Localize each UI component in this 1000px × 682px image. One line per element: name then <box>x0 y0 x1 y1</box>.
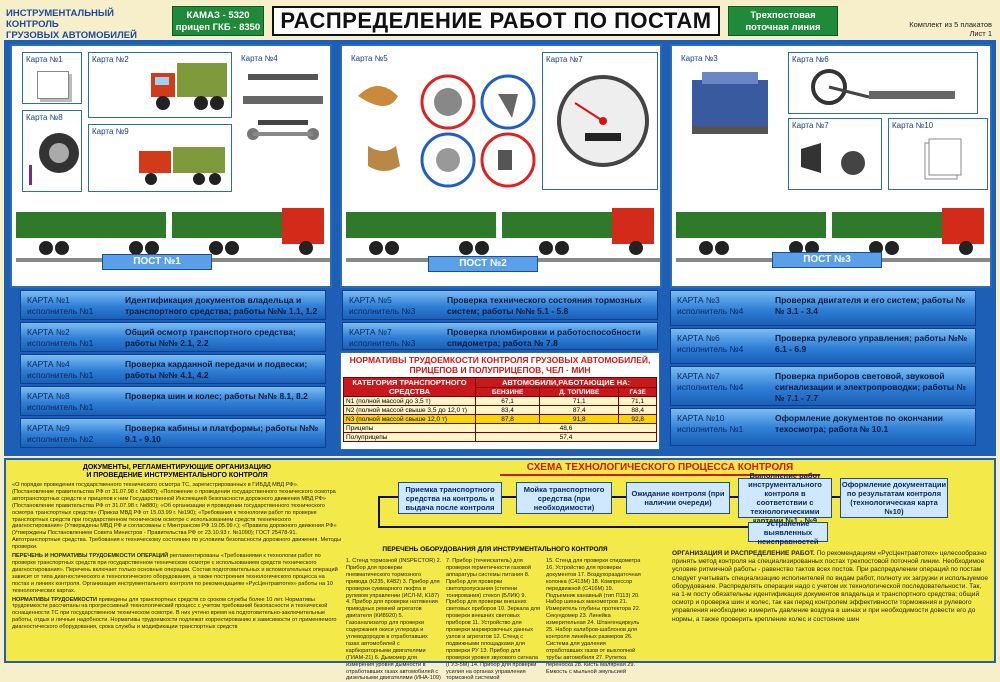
truck-icon <box>151 63 227 110</box>
norms-title: НОРМАТИВЫ ТРУДОЕМКОСТИ КОНТРОЛЯ ГРУЗОВЫХ… <box>349 355 651 375</box>
post3-panel: Карта №3 Карта №6 Карта №7 Карта №10 ПОС… <box>670 44 992 288</box>
road-train-icon <box>16 208 330 262</box>
set-info: Комплект из 5 плакатов Лист 1 <box>909 20 992 38</box>
page-title: РАСПРЕДЕЛЕНИЕ РАБОТ ПО ПОСТАМ <box>272 6 720 36</box>
card-5: Карта №5 <box>348 52 538 190</box>
flow-arrow <box>730 496 738 498</box>
organization-block: ОРГАНИЗАЦИЯ И РАСПРЕДЕЛЕНИЕ РАБОТ. По ре… <box>672 550 989 623</box>
equipment-list: 1. Стенд тормозной (INSPECTOR) 2. Прибор… <box>346 558 442 682</box>
norms-block: НОРМАТИВЫ ТРУДОЕМКОСТИ КОНТРОЛЯ ГРУЗОВЫХ… <box>340 352 660 450</box>
steering-icon <box>811 69 955 105</box>
post2-label: ПОСТ №2 <box>428 256 538 272</box>
model-badge: КАМАЗ - 5320 прицеп ГКБ - 8350 <box>172 6 264 36</box>
lights-icon <box>801 143 865 175</box>
documents-icon <box>924 138 962 180</box>
flow-arrow <box>378 496 398 498</box>
road-train-icon <box>346 208 660 262</box>
equipment-list: 15. Стенд для проверки спидометра 16. Ус… <box>546 558 641 675</box>
driveshaft-icon <box>243 74 323 140</box>
post3-label: ПОСТ №3 <box>772 252 882 268</box>
line-badge: Трехпостовая поточная линия <box>728 6 838 36</box>
header-left-title: ИНСТРУМЕНТАЛЬНЫЙ КОНТРОЛЬ ГРУЗОВЫХ АВТОМ… <box>6 8 137 41</box>
documents-list: ПЕРЕЧЕНЬ И НОРМАТИВЫ ТРУДОЕМКОСТИ ОПЕРАЦ… <box>12 553 338 594</box>
documents-text: «О порядке проведения государственного т… <box>12 482 341 551</box>
engine-icon <box>692 72 768 134</box>
scheme-step: Устранение выявленных неисправностей <box>748 519 828 546</box>
flow-arrow <box>612 496 626 498</box>
norms-table: КАТЕГОРИЯ ТРАНСПОРТНОГО СРЕДСТВА АВТОМОБ… <box>343 377 657 442</box>
card-8: Карта №8 <box>22 110 82 192</box>
tire-icon <box>29 133 79 185</box>
scheme-step: Оформление документации по результатам к… <box>840 478 948 518</box>
road-train-icon <box>676 208 990 262</box>
card-1: Карта №1 <box>22 52 82 104</box>
scheme-step: Мойка транспортного средства (при необхо… <box>516 482 612 514</box>
flow-arrow <box>832 496 840 498</box>
card-3: Карта №3 <box>678 52 782 144</box>
documents-norms: НОРМАТИВЫ ТРУДОЕМКОСТИ приведены для тра… <box>12 596 337 631</box>
card-7: Карта №7 <box>542 52 658 190</box>
flow-arrow <box>502 496 516 498</box>
post1-panel: Карта №1 Карта №2 Карта №4 Карта №8 Карт… <box>10 44 332 288</box>
card-9: Карта №9 <box>88 124 232 192</box>
post2-panel: Карта №5 Карта №7 ПОСТ №2 <box>340 44 662 288</box>
flow-arrow <box>378 496 380 526</box>
truck-cab-icon <box>139 147 225 185</box>
documents-icon <box>37 71 69 99</box>
post1-label: ПОСТ №1 <box>102 254 212 270</box>
equipment-list: 7. Прибор (течеискатель) для проверки ге… <box>446 558 541 682</box>
scheme-title: СХЕМА ТЕХНОЛОГИЧЕСКОГО ПРОЦЕССА КОНТРОЛЯ <box>500 462 820 476</box>
card-2: Карта №2 <box>88 52 232 118</box>
scheme-step: Приемка транспортного средства на контро… <box>398 482 502 514</box>
equipment-title: ПЕРЕЧЕНЬ ОБОРУДОВАНИЯ ДЛЯ ИНСТРУМЕНТАЛЬН… <box>382 546 608 553</box>
speedometer-icon <box>557 75 649 167</box>
brake-parts-icon <box>358 74 536 188</box>
scheme-step: Ожидание контроля (при наличии очереди) <box>626 482 730 514</box>
card-4: Карта №4 <box>238 52 328 152</box>
card-6: Карта №6 <box>788 52 978 114</box>
scheme-step: Выполнение работ инструментального контр… <box>738 471 832 525</box>
card-10: Карта №10 <box>888 118 988 190</box>
flow-arrow <box>378 526 748 528</box>
card-7b: Карта №7 <box>788 118 882 190</box>
